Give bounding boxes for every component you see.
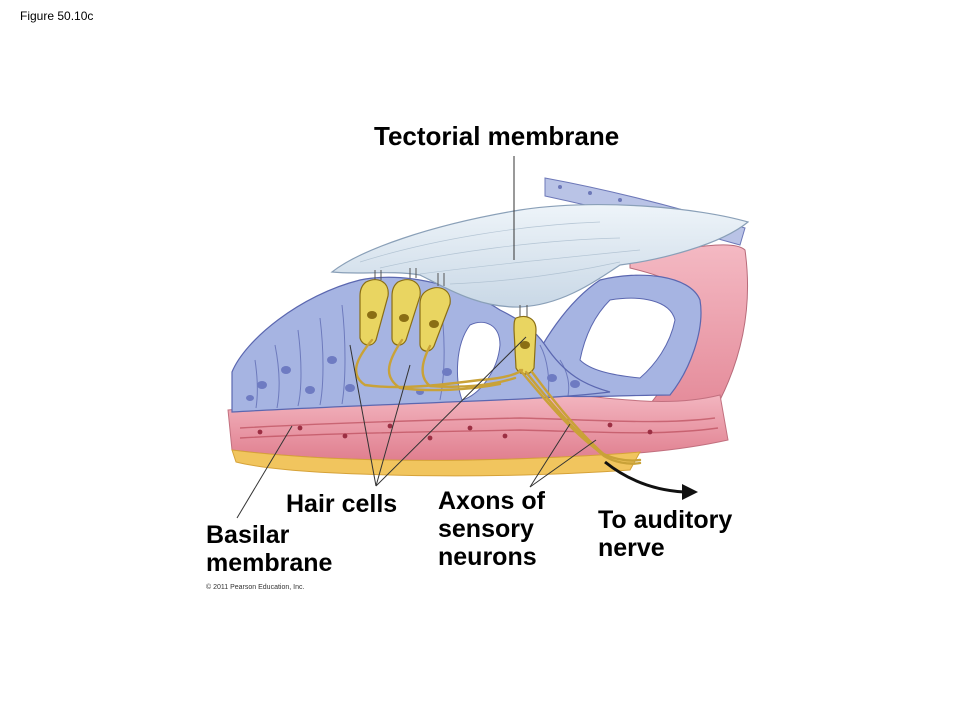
label-basilar-line-2: membrane bbox=[206, 549, 333, 577]
auditory-nerve-arrow bbox=[604, 460, 685, 494]
label-basilar-membrane: Basilar membrane bbox=[206, 521, 332, 577]
tectorial-membrane bbox=[330, 204, 750, 308]
label-axons-line-1: Axons of bbox=[438, 487, 545, 515]
label-axons-line-2: sensory bbox=[438, 515, 534, 543]
copyright: © 2011 Pearson Education, Inc. bbox=[206, 584, 305, 591]
label-basilar-line-1: Basilar bbox=[206, 521, 290, 549]
label-axons-of-sensory-neurons: Axons of sensory neurons bbox=[438, 487, 545, 571]
figure-caption: Figure 50.10c bbox=[20, 9, 94, 23]
label-tectorial-membrane: Tectorial membrane bbox=[374, 121, 620, 151]
label-hair-cells: Hair cells bbox=[286, 490, 398, 518]
label-to-auditory-nerve: To auditory nerve bbox=[598, 506, 732, 562]
arrowhead bbox=[682, 484, 698, 500]
label-nerve-line-2: nerve bbox=[598, 534, 665, 562]
leader-lines bbox=[236, 156, 597, 519]
nerve-fibers bbox=[354, 338, 642, 465]
label-nerve-line-1: To auditory bbox=[598, 506, 733, 534]
outer-hair-cells bbox=[359, 279, 451, 352]
fat-layer bbox=[231, 449, 641, 477]
label-axons-line-3: neurons bbox=[438, 543, 537, 571]
